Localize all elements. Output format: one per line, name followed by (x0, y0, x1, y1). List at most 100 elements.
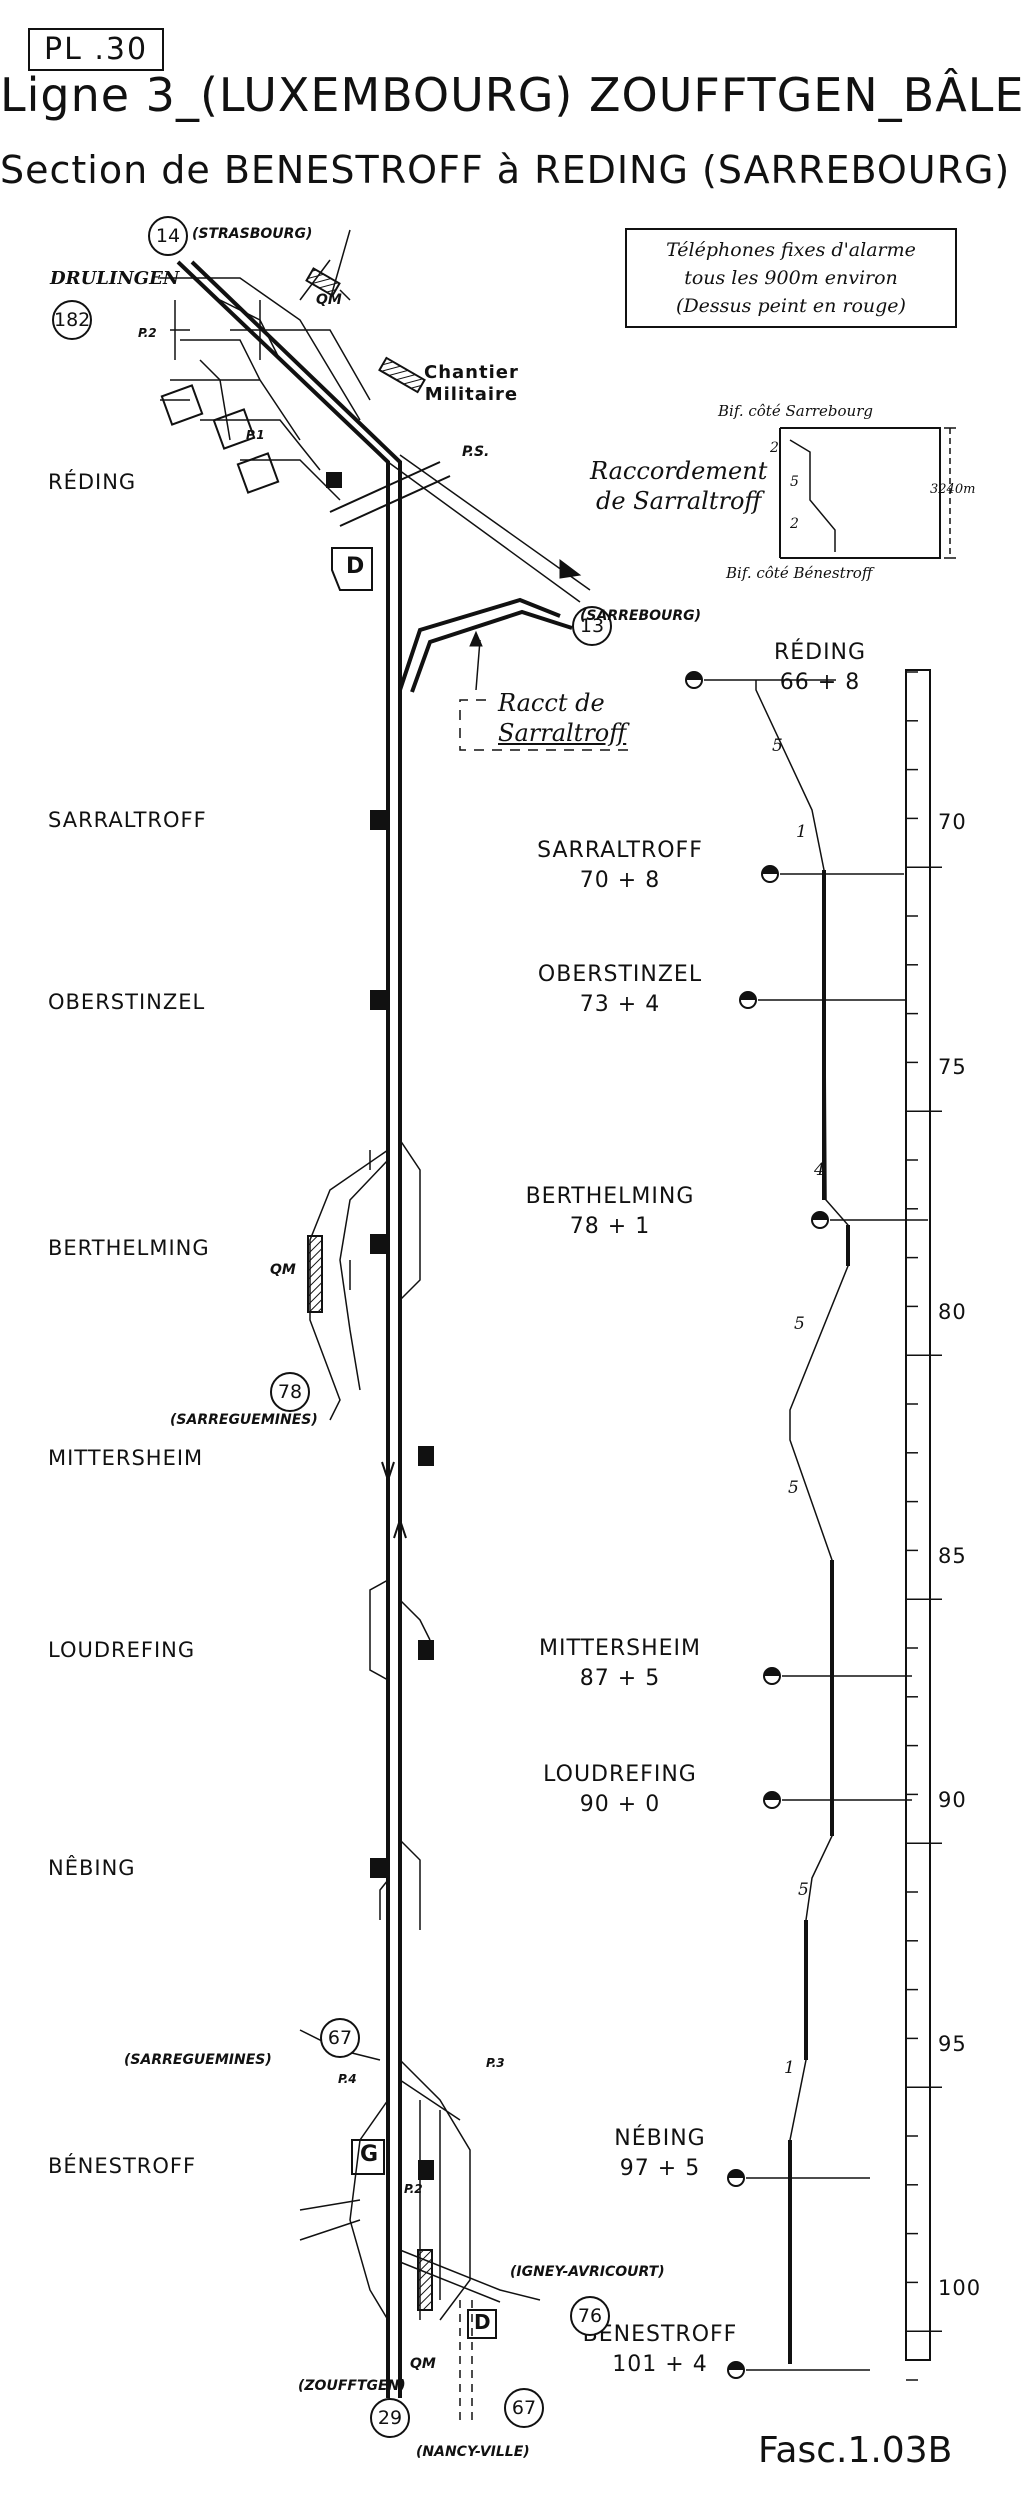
goods-platform (307, 1235, 323, 1313)
military-yard (378, 356, 426, 394)
page-title: Ligne 3_(LUXEMBOURG) ZOUFFTGEN_BÂLE (0, 68, 1024, 122)
post-mark: P.4 (338, 2072, 357, 2086)
line-number-circle: 78 (270, 1372, 310, 1412)
gradient-value: 5 (788, 1478, 799, 1498)
station-building (418, 1640, 434, 1660)
direction-arrow (381, 1461, 395, 1481)
line-number-circle: 76 (570, 2296, 610, 2336)
destination-label: (NANCY-VILLE) (416, 2444, 530, 2460)
profile-station-name: BERTHELMING (525, 1184, 695, 1209)
gradient-value: 4 (814, 1160, 825, 1180)
gradient-value: 5 (798, 1880, 809, 1900)
destination-label: (SARREGUEMINES) (124, 2052, 272, 2068)
station-building (370, 1858, 386, 1878)
destination-label: (SARREBOURG) (580, 608, 702, 624)
gradient-value: 1 (784, 2058, 795, 2078)
phone-note: Téléphones fixes d'alarme tous les 900m … (625, 228, 957, 328)
line-number-circle: 67 (320, 2018, 360, 2058)
depot-mark: D (346, 554, 365, 579)
phone-note-line: Téléphones fixes d'alarme (666, 239, 916, 261)
phone-marker-fill (728, 2170, 744, 2178)
destination-label: (IGNEY-AVRICOURT) (510, 2264, 665, 2280)
post-mark: P.2 (138, 326, 157, 340)
phone-marker-fill (740, 992, 756, 1000)
line-number-circle: 67 (504, 2388, 544, 2428)
profile-station-berthelming: BERTHELMING 78 + 1 (510, 1182, 710, 1242)
km-label: 85 (938, 1544, 967, 1568)
profile-station-mittersheim: MITTERSHEIM 87 + 5 (520, 1634, 720, 1694)
profile-station-loudrefing: LOUDREFING 90 + 0 (520, 1760, 720, 1820)
chantier-militaire: Chantier Militaire (424, 362, 519, 406)
phone-note-line: (Dessus peint en rouge) (676, 295, 906, 317)
profile-station-pk: 73 + 4 (579, 992, 661, 1017)
station-building (370, 810, 386, 830)
depot-mark: D (474, 2310, 491, 2334)
post-mark: QM (270, 1262, 296, 1278)
phone-marker-fill (764, 1668, 780, 1676)
inset-gradient: 2 (770, 440, 779, 456)
direction-arrow (469, 630, 483, 647)
raccordement-label: Raccordement de Sarraltroff (590, 456, 767, 516)
destination-label: (SARREGUEMINES) (170, 1412, 318, 1428)
depot-box (331, 547, 373, 591)
depot-box (467, 2309, 497, 2339)
berthelming-sidings (309, 1139, 421, 1421)
plate-number: PL .30 (28, 28, 165, 71)
phone-note-line: tous les 900m environ (684, 267, 898, 289)
line-number-circle: 182 (52, 300, 92, 340)
chantier-line: Militaire (424, 384, 519, 405)
profile-station-name: RÉDING (773, 640, 867, 665)
station-label-nebing: NÊBING (48, 1856, 136, 1880)
profile-station-reding: RÉDING 66 + 8 (720, 638, 920, 698)
profile-station-pk: 101 + 4 (612, 2352, 708, 2377)
page-subtitle: Section de BENESTROFF à REDING (SARREBOU… (0, 148, 1011, 192)
racct-label: Racct de Sarraltroff (498, 688, 626, 748)
destination-label: DRULINGEN (50, 268, 180, 289)
inset-length: 3240m (930, 482, 976, 497)
raccordement-track (398, 597, 561, 691)
station-building (370, 990, 386, 1010)
profile-station-pk: 87 + 5 (579, 1666, 661, 1691)
post-mark: P.3 (486, 2056, 505, 2070)
km-label: 90 (938, 1788, 967, 1812)
racct-line: Racct de (498, 689, 605, 717)
km-label: 75 (938, 1055, 967, 1079)
profile-station-pk: 70 + 8 (579, 868, 661, 893)
profile-station-nebing: NÉBING 97 + 5 (560, 2124, 760, 2184)
racct-line: Sarraltroff (498, 719, 627, 747)
station-label-mittersheim: MITTERSHEIM (48, 1446, 204, 1470)
direction-arrow (393, 1519, 407, 1539)
inset-top-label: Bif. côté Sarrebourg (718, 402, 873, 420)
phone-marker-fill (762, 866, 778, 874)
goods-shed (236, 452, 280, 494)
gradient-value: 5 (772, 736, 783, 756)
inset-gradient: 5 (790, 474, 799, 490)
station-label-berthelming: BERTHELMING (48, 1236, 210, 1260)
inset-profile (789, 439, 836, 552)
station-building (326, 472, 342, 488)
profile-station-benestroff: BÉNESTROFF 101 + 4 (560, 2320, 760, 2380)
profile-station-name: BÉNESTROFF (582, 2322, 738, 2347)
phone-marker-fill (812, 1212, 828, 1220)
raccordement-track (410, 609, 573, 693)
profile-station-pk: 78 + 1 (569, 1214, 651, 1239)
station-label-reding: RÉDING (48, 470, 137, 494)
km-label: 80 (938, 1300, 967, 1324)
station-label-oberstinzel: OBERSTINZEL (48, 990, 206, 1014)
goods-shed (160, 384, 204, 426)
gradient-value: 1 (796, 822, 807, 842)
profile-station-name: SARRALTROFF (537, 838, 703, 863)
post-mark: P.1 (246, 428, 265, 442)
station-building (418, 2160, 434, 2180)
line-number-circle: 14 (148, 216, 188, 256)
km-scale (905, 669, 931, 2361)
main-track (190, 260, 402, 2398)
inset-frame (779, 427, 941, 559)
destination-label: (ZOUFFTGEN) (298, 2378, 406, 2394)
goods-platform (305, 267, 341, 297)
fascicle-number: Fasc.1.03B (758, 2430, 953, 2471)
profile-station-oberstinzel: OBERSTINZEL 73 + 4 (520, 960, 720, 1020)
loudrefing-sidings (369, 1579, 431, 1681)
post-mark: P.S. (462, 444, 490, 460)
station-building (370, 1234, 386, 1254)
